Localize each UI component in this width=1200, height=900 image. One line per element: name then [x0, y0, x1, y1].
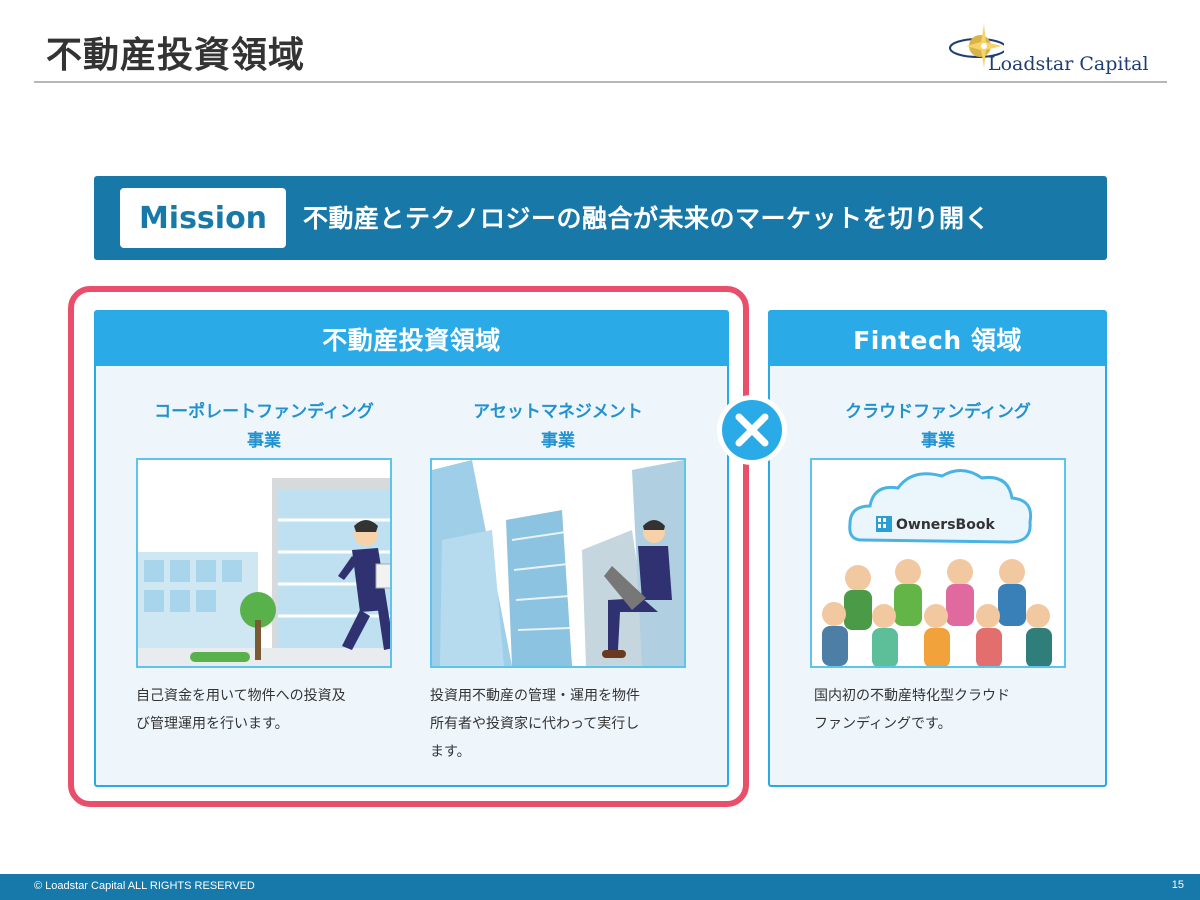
- crowdfunding-title-line1: クラウドファンディング: [845, 402, 1031, 422]
- slide-title: 不動産投資領域: [46, 35, 306, 76]
- asset-management-title-line1: アセットマネジメント: [473, 402, 643, 422]
- mission-bar: Mission 不動産とテクノロジーの融合が未来のマーケットを切り開く: [94, 176, 1107, 260]
- copyright-text: © Loadstar Capital ALL RIGHTS RESERVED: [34, 880, 255, 892]
- corporate-funding-title-line2: 事業: [247, 431, 281, 451]
- crowdfunding-title-line2: 事業: [921, 431, 955, 451]
- highlight-frame: [68, 286, 749, 807]
- star-compass-icon: [949, 24, 1004, 68]
- corporate-funding-desc-line2: び管理運用を行います。: [136, 716, 289, 732]
- real-estate-panel-header: 不動産投資領域: [96, 312, 727, 366]
- crowdfunding-desc-line2: ファンディングです。: [814, 716, 952, 732]
- corporate-funding-title: コーポレートファンディング 事業: [136, 398, 392, 456]
- crowdfunding-illustration: OwnersBook: [810, 458, 1066, 668]
- asset-management-illustration: [430, 458, 686, 668]
- ownersbook-label: OwnersBook: [896, 517, 995, 533]
- logo-text: Loadstar Capital: [988, 53, 1149, 75]
- asset-management-desc-line3: ます。: [430, 744, 471, 760]
- asset-management-title-line2: 事業: [541, 431, 575, 451]
- footer-bar: © Loadstar Capital ALL RIGHTS RESERVED 1…: [0, 874, 1200, 900]
- fintech-panel-header: Fintech 領域: [770, 312, 1105, 366]
- asset-management-description: 投資用不動産の管理・運用を物件 所有者や投資家に代わって実行し ます。: [430, 682, 700, 766]
- corporate-funding-desc-line1: 自己資金を用いて物件への投資及: [136, 688, 346, 704]
- asset-management-desc-line1: 投資用不動産の管理・運用を物件: [430, 688, 640, 704]
- asset-management-title: アセットマネジメント 事業: [430, 398, 686, 456]
- corporate-funding-title-line1: コーポレートファンディング: [154, 402, 374, 422]
- crowdfunding-title: クラウドファンディング 事業: [810, 398, 1066, 456]
- company-logo: Loadstar Capital: [944, 22, 1168, 78]
- corporate-funding-illustration: [136, 458, 392, 668]
- page-number: 15: [1171, 879, 1184, 891]
- crowdfunding-description: 国内初の不動産特化型クラウド ファンディングです。: [814, 682, 1084, 738]
- corporate-funding-description: 自己資金を用いて物件への投資及 び管理運用を行います。: [136, 682, 406, 738]
- mission-badge: Mission: [120, 188, 286, 248]
- mission-statement: 不動産とテクノロジーの融合が未来のマーケットを切り開く: [303, 204, 991, 233]
- title-divider: [34, 81, 1167, 83]
- asset-management-desc-line2: 所有者や投資家に代わって実行し: [430, 716, 640, 732]
- multiply-icon: [717, 395, 787, 465]
- crowdfunding-desc-line1: 国内初の不動産特化型クラウド: [814, 688, 1010, 704]
